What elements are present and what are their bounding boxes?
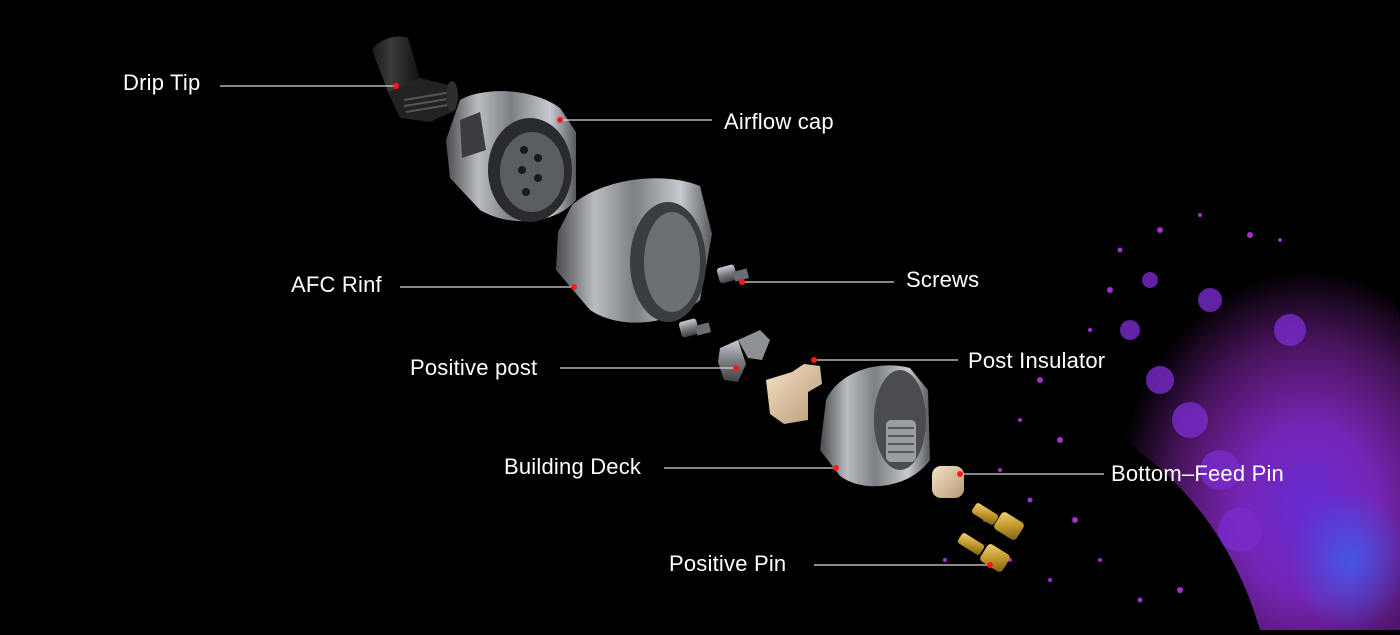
drip-tip-part [372,36,458,122]
label-positive-post: Positive post [410,355,538,380]
anchor-dot-building-deck [833,465,839,471]
anchor-dot-screws [739,279,745,285]
anchor-dot-afc-ring [571,284,577,290]
anchor-dot-drip-tip [393,83,399,89]
anchor-dot-bottom-feed-pin [957,471,963,477]
airflow-cap-part [446,91,576,222]
anchor-dot-airflow-cap [557,117,563,123]
screw-part-upper [716,264,750,284]
powder-splash-decoration [943,213,1400,630]
anchor-dot-post-insulator [811,357,817,363]
anchor-dot-positive-pin [987,562,993,568]
positive-post-part [718,330,770,382]
label-positive-pin: Positive Pin [669,551,787,576]
positive-pin-part-upper [971,503,1024,540]
anchor-dots [393,83,993,568]
label-screws: Screws [906,267,980,292]
leader-lines [220,85,1104,566]
positive-pin-part-lower [957,533,1010,572]
label-building-deck: Building Deck [504,454,642,479]
post-insulator-part [766,364,822,424]
screw-part-lower [678,318,712,338]
label-afc-ring: AFC Rinf [291,272,382,297]
label-post-insulator: Post Insulator [968,348,1106,373]
label-airflow-cap: Airflow cap [724,109,834,134]
building-deck-part [820,365,930,487]
afc-ring-part [556,178,712,323]
anchor-dot-positive-post [733,365,739,371]
label-drip-tip: Drip Tip [123,70,201,95]
label-bottom-feed-pin: Bottom–Feed Pin [1111,461,1284,486]
bottom-feed-pin-part [932,466,964,498]
